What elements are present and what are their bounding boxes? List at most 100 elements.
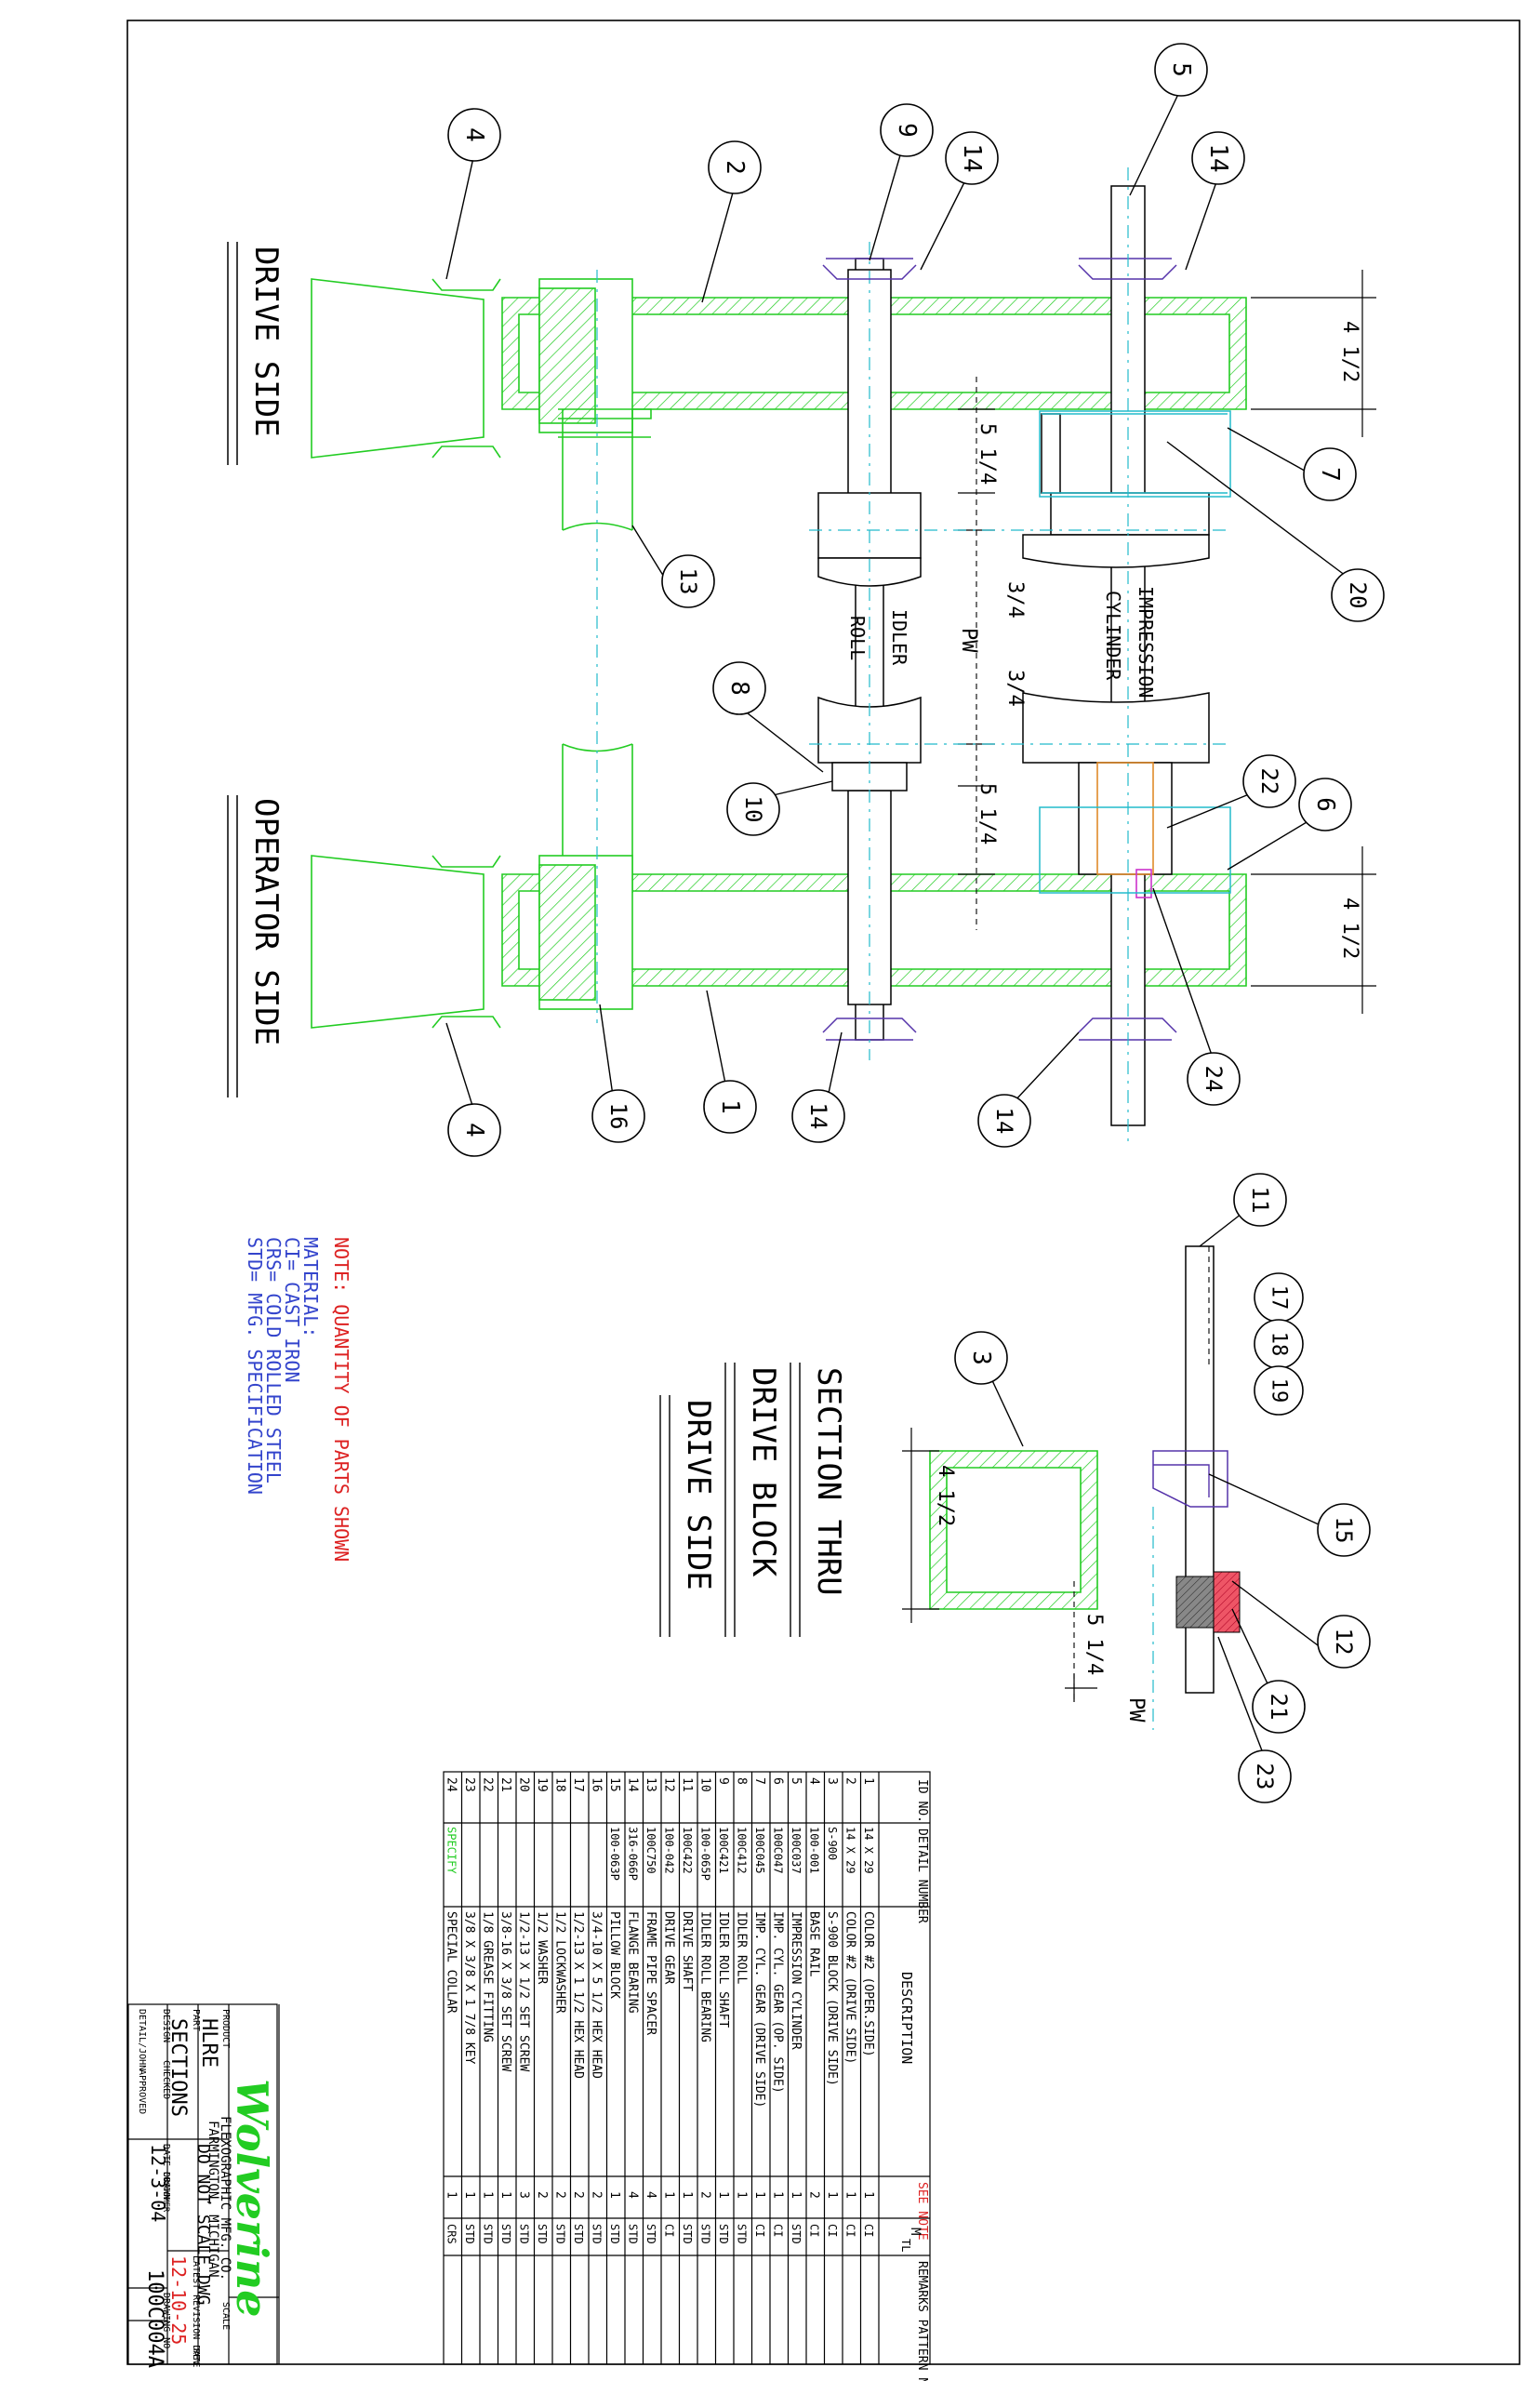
drawing-no-label: DRAWING NO. [161,2293,171,2354]
title-block: Wolverine FLEXOGRAPHIC MFG. CO. FARMINGT… [127,2003,280,2368]
balloon-14: 14 [945,131,999,185]
quantity-note: NOTE: QUANTITY OF PARTS SHOWN [330,1237,352,1562]
product-value: HLRE [197,2018,220,2068]
bom-cell-material: STD [608,2224,621,2244]
bom-cell-id: 22 [481,1777,495,1792]
bom-cell-qty: 1 [735,2191,749,2199]
section-title-line-2: DRIVE BLOCK [745,1367,782,1577]
approved-label: APPROVED [137,2069,147,2114]
bom-cell-material: STD [536,2224,549,2244]
balloon-6: 6 [1298,778,1352,831]
bom-cell-description: FLANGE BEARING [626,1911,640,2014]
balloon-20: 20 [1331,568,1385,622]
svg-text:1: 1 [716,1099,744,1114]
bom-cell-id: 16 [590,1777,604,1792]
bom-cell-qty: 1 [462,2191,476,2199]
bom-cell-detail: S-900 [826,1827,839,1860]
detail-label: DETAIL/JOHN [137,2009,147,2070]
bom-cell-id: 13 [644,1777,657,1792]
section-title-line-3: DRIVE SIDE [680,1400,717,1590]
bom-border [443,1771,931,2365]
impression-cylinder [1022,167,1210,1144]
bom-cell-material: CI [808,2224,821,2237]
balloon-11: 11 [1233,1173,1287,1227]
bom-cell-id: 14 [626,1777,640,1792]
svg-text:22: 22 [1256,768,1282,795]
cylinder-label: CYLINDER [1102,591,1124,681]
part-label: PART [191,2009,201,2031]
bom-cell-material: CI [844,2224,857,2237]
bom-cell-qty: 1 [789,2191,803,2199]
bom-cell-material: STD [591,2224,604,2244]
main-section-view: 5 14 14 9 2 4 7 20 13 8 10 22 6 24 14 14… [227,43,1385,1157]
material-crs: CRS= COLD ROLLED STEEL [262,1237,285,1483]
material-title: MATERIAL: [299,1237,322,1337]
balloon-9: 9 [880,103,934,157]
svg-text:16: 16 [605,1103,631,1130]
bom-cell-material: STD [499,2224,512,2244]
bom-cell-detail: 100C047 [772,1827,785,1874]
bom-cell-qty: 1 [861,2191,875,2199]
bom-cell-qty: 1 [498,2191,512,2199]
dim-3-4: 3/4 [1003,581,1027,619]
bom-cell-material: STD [790,2224,803,2244]
balloon-15: 15 [1317,1503,1371,1557]
checked-label: CHECKED [161,2060,171,2099]
balloon-3: 3 [954,1331,1008,1385]
bom-cell-id: 18 [553,1777,567,1792]
gears [1039,410,1231,894]
bom-cell-id: 20 [517,1777,531,1792]
latest-revision: 12-10-25 [167,2255,190,2345]
bom-cell-detail: 14 X 29 [844,1827,857,1874]
balloon-18: 18 [1254,1319,1304,1369]
bom-cell-qty: 1 [680,2191,694,2199]
balloon-4: 4 [447,1103,501,1157]
bom-cell-id: 4 [807,1777,821,1785]
dimension-lines [809,270,1376,1014]
bom-cell-description: IMP. CYL. GEAR (OP. SIDE) [771,1911,785,2094]
bom-cell-qty: 1 [771,2191,785,2199]
section-title-line-1: SECTION THRU [810,1367,847,1596]
material-ci: CI= CAST IRON [281,1237,303,1383]
bom-cell-detail: 100C037 [790,1827,803,1874]
svg-text:7: 7 [1316,467,1344,482]
balloon-23: 23 [1238,1749,1292,1803]
svg-text:24: 24 [1201,1066,1227,1093]
bom-cell-qty: 1 [445,2191,458,2199]
latest-revision-label: LATEST REVISION DATE [191,2255,201,2367]
bom-cell-qty: 4 [644,2191,657,2199]
bom-cell-description: PILLOW BLOCK [607,1911,621,1999]
balloon-13: 13 [661,554,715,608]
dim-pw: PW [957,628,980,653]
bom-cell-description: DRIVE GEAR [662,1911,676,1984]
idler-roll-shaft [817,242,922,1060]
balloon-2: 2 [708,140,762,194]
svg-text:14: 14 [1204,143,1232,172]
bom-cell-description: 1/2-13 X 1 1/2 HEX HEAD [571,1911,585,2079]
bom-cell-id: 9 [716,1777,730,1785]
rev-label: REV [191,2348,201,2365]
svg-text:10: 10 [740,796,766,823]
svg-text:4: 4 [460,1123,488,1137]
bom-cell-id: 17 [571,1777,585,1792]
bom-cell-description: IDLER ROLL SHAFT [716,1911,730,2028]
svg-text:14: 14 [991,1108,1017,1135]
design-label: DESIGN [161,2009,171,2042]
bom-cell-qty: 1 [607,2191,621,2199]
bom-cell-description: S-900 BLOCK (DRIVE SIDE) [825,1911,839,2086]
bom-cell-qty: 1 [662,2191,676,2199]
bom-cell-id: 12 [662,1777,676,1792]
product-label: PRODUCT [220,2009,231,2048]
date-drawn-label: DATE DRAWN [161,2144,171,2200]
dim-4-half: 4 1/2 [1338,898,1361,959]
dim-4-half: 4 1/2 [934,1465,957,1526]
bom-cell-id: 3 [825,1777,839,1785]
bom-cell-qty: 1 [752,2191,766,2199]
balloon-12: 12 [1317,1615,1371,1669]
bom-cell-material: CRS [445,2224,458,2244]
bom-cell-id: 6 [771,1777,785,1785]
bom-cell-material: CI [772,2224,785,2237]
base-rail-operator [311,855,501,1029]
bom-header-id: ID NO. [915,1779,929,1823]
